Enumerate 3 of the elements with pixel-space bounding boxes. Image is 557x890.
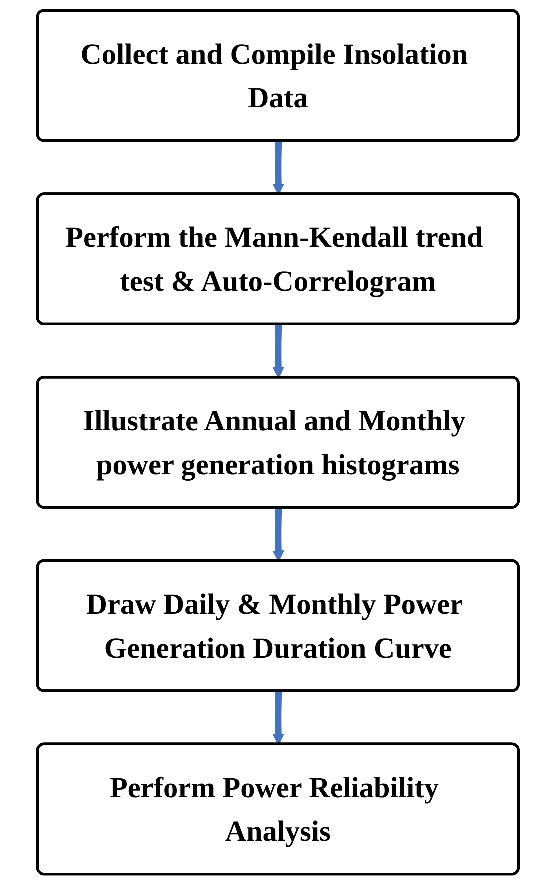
arrow <box>273 692 285 746</box>
arrow <box>273 508 285 562</box>
arrow <box>273 141 285 196</box>
